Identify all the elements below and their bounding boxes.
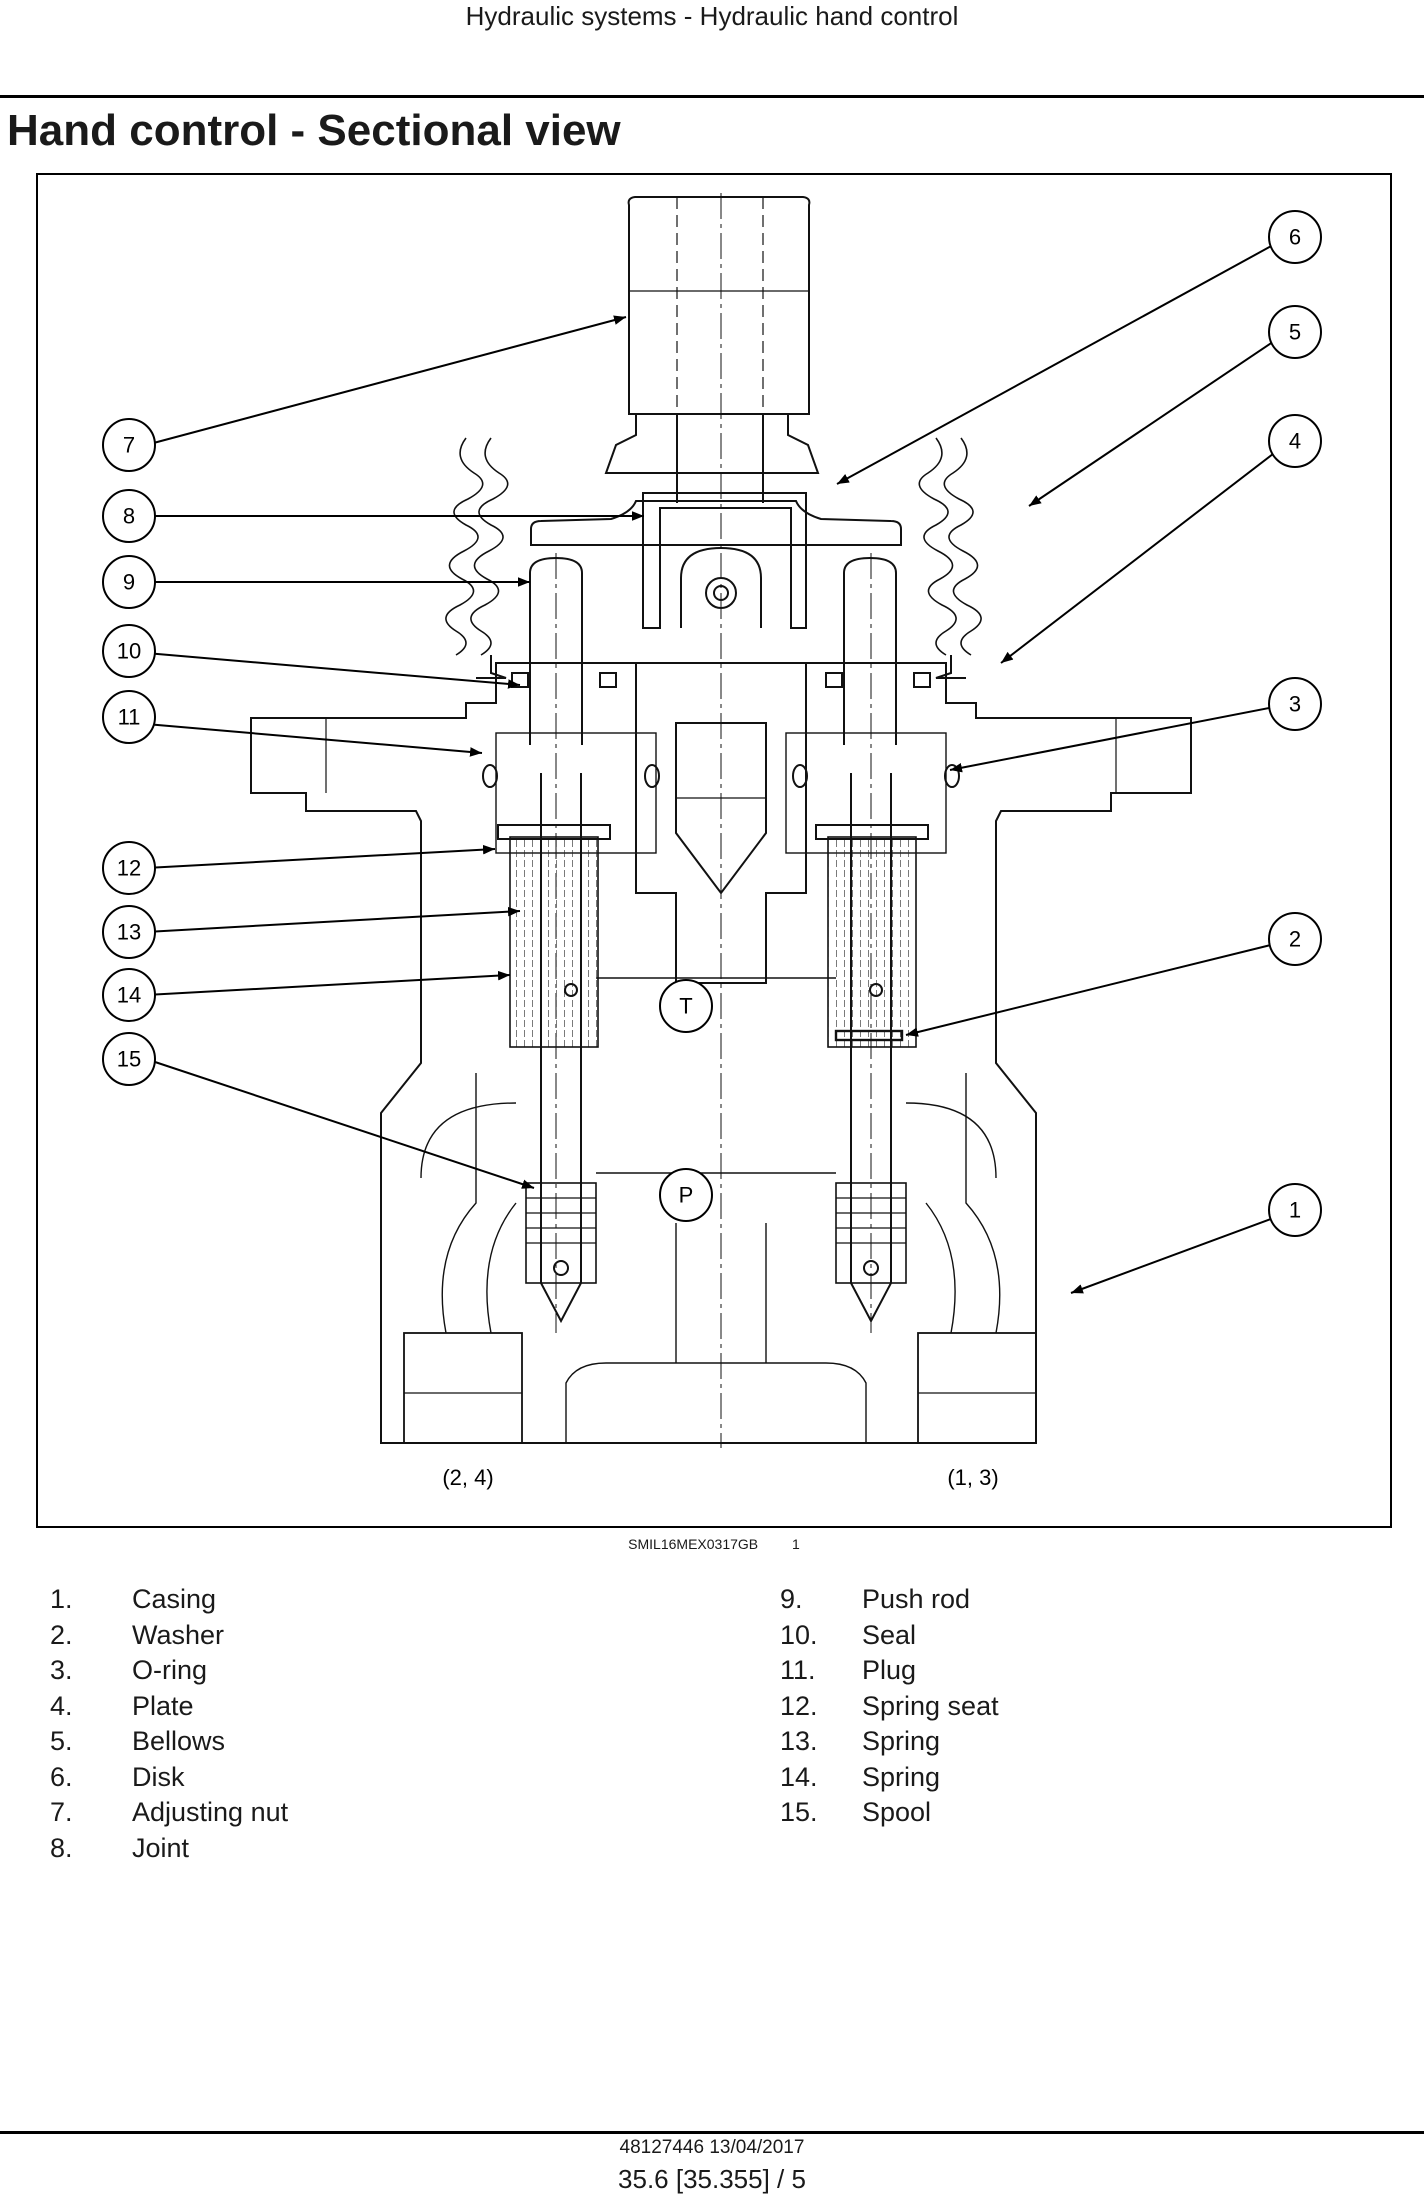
port-p-marker: P [659, 1168, 713, 1222]
port-t-label: T [679, 994, 692, 1019]
legend-label: Plug [862, 1655, 917, 1685]
figure-number: 1 [792, 1536, 800, 1552]
legend-label: Spring [862, 1726, 941, 1756]
legend-item: 4. Plate [50, 1689, 650, 1725]
legend-number: 13. [780, 1726, 818, 1756]
legend-number: 15. [780, 1797, 818, 1827]
callout-13: 13 [102, 905, 156, 959]
callout-14-label: 14 [117, 983, 141, 1008]
legend-item: 9. Push rod [780, 1582, 1380, 1618]
footer-doc-reference: 48127446 13/04/2017 [619, 2137, 805, 2158]
legend-item: 2. Washer [50, 1618, 650, 1654]
legend-number: 5. [50, 1726, 73, 1756]
legend-left-column: 1. Casing 2. Washer 3. O-ring 4. Plate 5. Bel… [50, 1582, 650, 1866]
running-header: Hydraulic systems - Hydraulic hand contr… [465, 1, 959, 31]
legend-item: 14. Spring [780, 1760, 1380, 1796]
legend-label: O-ring [132, 1655, 208, 1685]
legend-label: Washer [132, 1619, 225, 1650]
port-t-marker: T [659, 979, 713, 1033]
sectional-view-diagram: 6 5 4 3 2 1 7 8 9 10 11 12 13 14 15 T P … [36, 173, 1392, 1528]
footer-page-reference: 35.6 [35.355] / 5 [618, 2164, 806, 2194]
legend-item: 5. Bellows [50, 1724, 650, 1760]
legend-item: 13. Spring [780, 1724, 1380, 1760]
callout-7: 7 [102, 418, 156, 472]
legend-label: Spring seat [862, 1690, 999, 1721]
legend-item: 11. Plug [780, 1653, 1380, 1689]
callout-11: 11 [102, 690, 156, 744]
footer-rule [0, 2131, 1424, 2134]
legend-item: 3. O-ring [50, 1653, 650, 1689]
legend-label: Push rod [862, 1584, 971, 1614]
callout-1-label: 1 [1289, 1198, 1301, 1223]
legend-number: 11. [780, 1655, 816, 1685]
legend-label: Adjusting nut [132, 1797, 289, 1827]
callout-2-label: 2 [1289, 927, 1301, 952]
callout-4: 4 [1268, 414, 1322, 468]
legend-label: Casing [132, 1584, 217, 1614]
legend-label: Spool [862, 1797, 932, 1827]
legend-item: 6. Disk [50, 1760, 650, 1796]
legend-number: 12. [780, 1690, 818, 1721]
callout-12-label: 12 [117, 856, 141, 881]
legend-label: Bellows [132, 1726, 226, 1756]
callout-15-label: 15 [117, 1047, 141, 1072]
legend-label: Spring [862, 1761, 941, 1792]
port-left-label: (2, 4) [442, 1465, 493, 1490]
callout-14: 14 [102, 968, 156, 1022]
section-title: Hand control - Sectional view [7, 106, 621, 155]
legend-label: Plate [132, 1690, 194, 1721]
legend-number: 14. [780, 1761, 818, 1792]
callout-5: 5 [1268, 305, 1322, 359]
legend-number: 9. [780, 1584, 803, 1614]
legend-number: 7. [50, 1797, 73, 1827]
callout-15: 15 [102, 1032, 156, 1086]
figure-code: SMIL16MEX0317GB [628, 1536, 759, 1552]
legend-label: Seal [862, 1619, 917, 1650]
callout-5-label: 5 [1289, 320, 1301, 345]
center-lines [555, 193, 872, 1448]
header-rule [0, 95, 1424, 98]
legend-item: 1. Casing [50, 1582, 650, 1618]
callout-8: 8 [102, 489, 156, 543]
leader-lines [145, 232, 1296, 1294]
legend-number: 1. [50, 1584, 73, 1614]
callout-1: 1 [1268, 1183, 1322, 1237]
callout-10: 10 [102, 624, 156, 678]
callout-12: 12 [102, 841, 156, 895]
callout-13-label: 13 [117, 920, 141, 945]
legend-item: 15. Spool [780, 1795, 1380, 1831]
legend-label: Joint [132, 1832, 190, 1863]
legend-number: 4. [50, 1690, 73, 1721]
figure-frame [36, 173, 1392, 1528]
callout-4-label: 4 [1289, 429, 1301, 454]
callout-2: 2 [1268, 912, 1322, 966]
legend-number: 6. [50, 1761, 73, 1792]
callout-6-label: 6 [1289, 225, 1301, 250]
legend-item: 8. Joint [50, 1831, 650, 1867]
legend-number: 3. [50, 1655, 73, 1685]
callout-8-label: 8 [123, 504, 135, 529]
valve-body [250, 196, 1192, 1444]
legend-number: 2. [50, 1619, 73, 1650]
figure-caption: SMIL16MEX0317GB 1 [36, 1536, 1392, 1552]
callout-7-label: 7 [123, 433, 135, 458]
callout-3-label: 3 [1289, 692, 1301, 717]
port-p-label: P [679, 1183, 694, 1208]
callout-9: 9 [102, 555, 156, 609]
legend-number: 10. [780, 1619, 818, 1650]
callout-9-label: 9 [123, 570, 135, 595]
legend-item: 7. Adjusting nut [50, 1795, 650, 1831]
callout-10-label: 10 [117, 639, 141, 664]
port-right-label: (1, 3) [947, 1465, 998, 1490]
legend-item: 10. Seal [780, 1618, 1380, 1654]
callout-6: 6 [1268, 210, 1322, 264]
callout-11-label: 11 [118, 705, 141, 730]
legend-number: 8. [50, 1832, 73, 1863]
legend-label: Disk [132, 1761, 185, 1792]
legend-right-column: 9. Push rod 10. Seal 11. Plug 12. Spring sea… [780, 1582, 1380, 1831]
callout-3: 3 [1268, 677, 1322, 731]
legend-item: 12. Spring seat [780, 1689, 1380, 1725]
